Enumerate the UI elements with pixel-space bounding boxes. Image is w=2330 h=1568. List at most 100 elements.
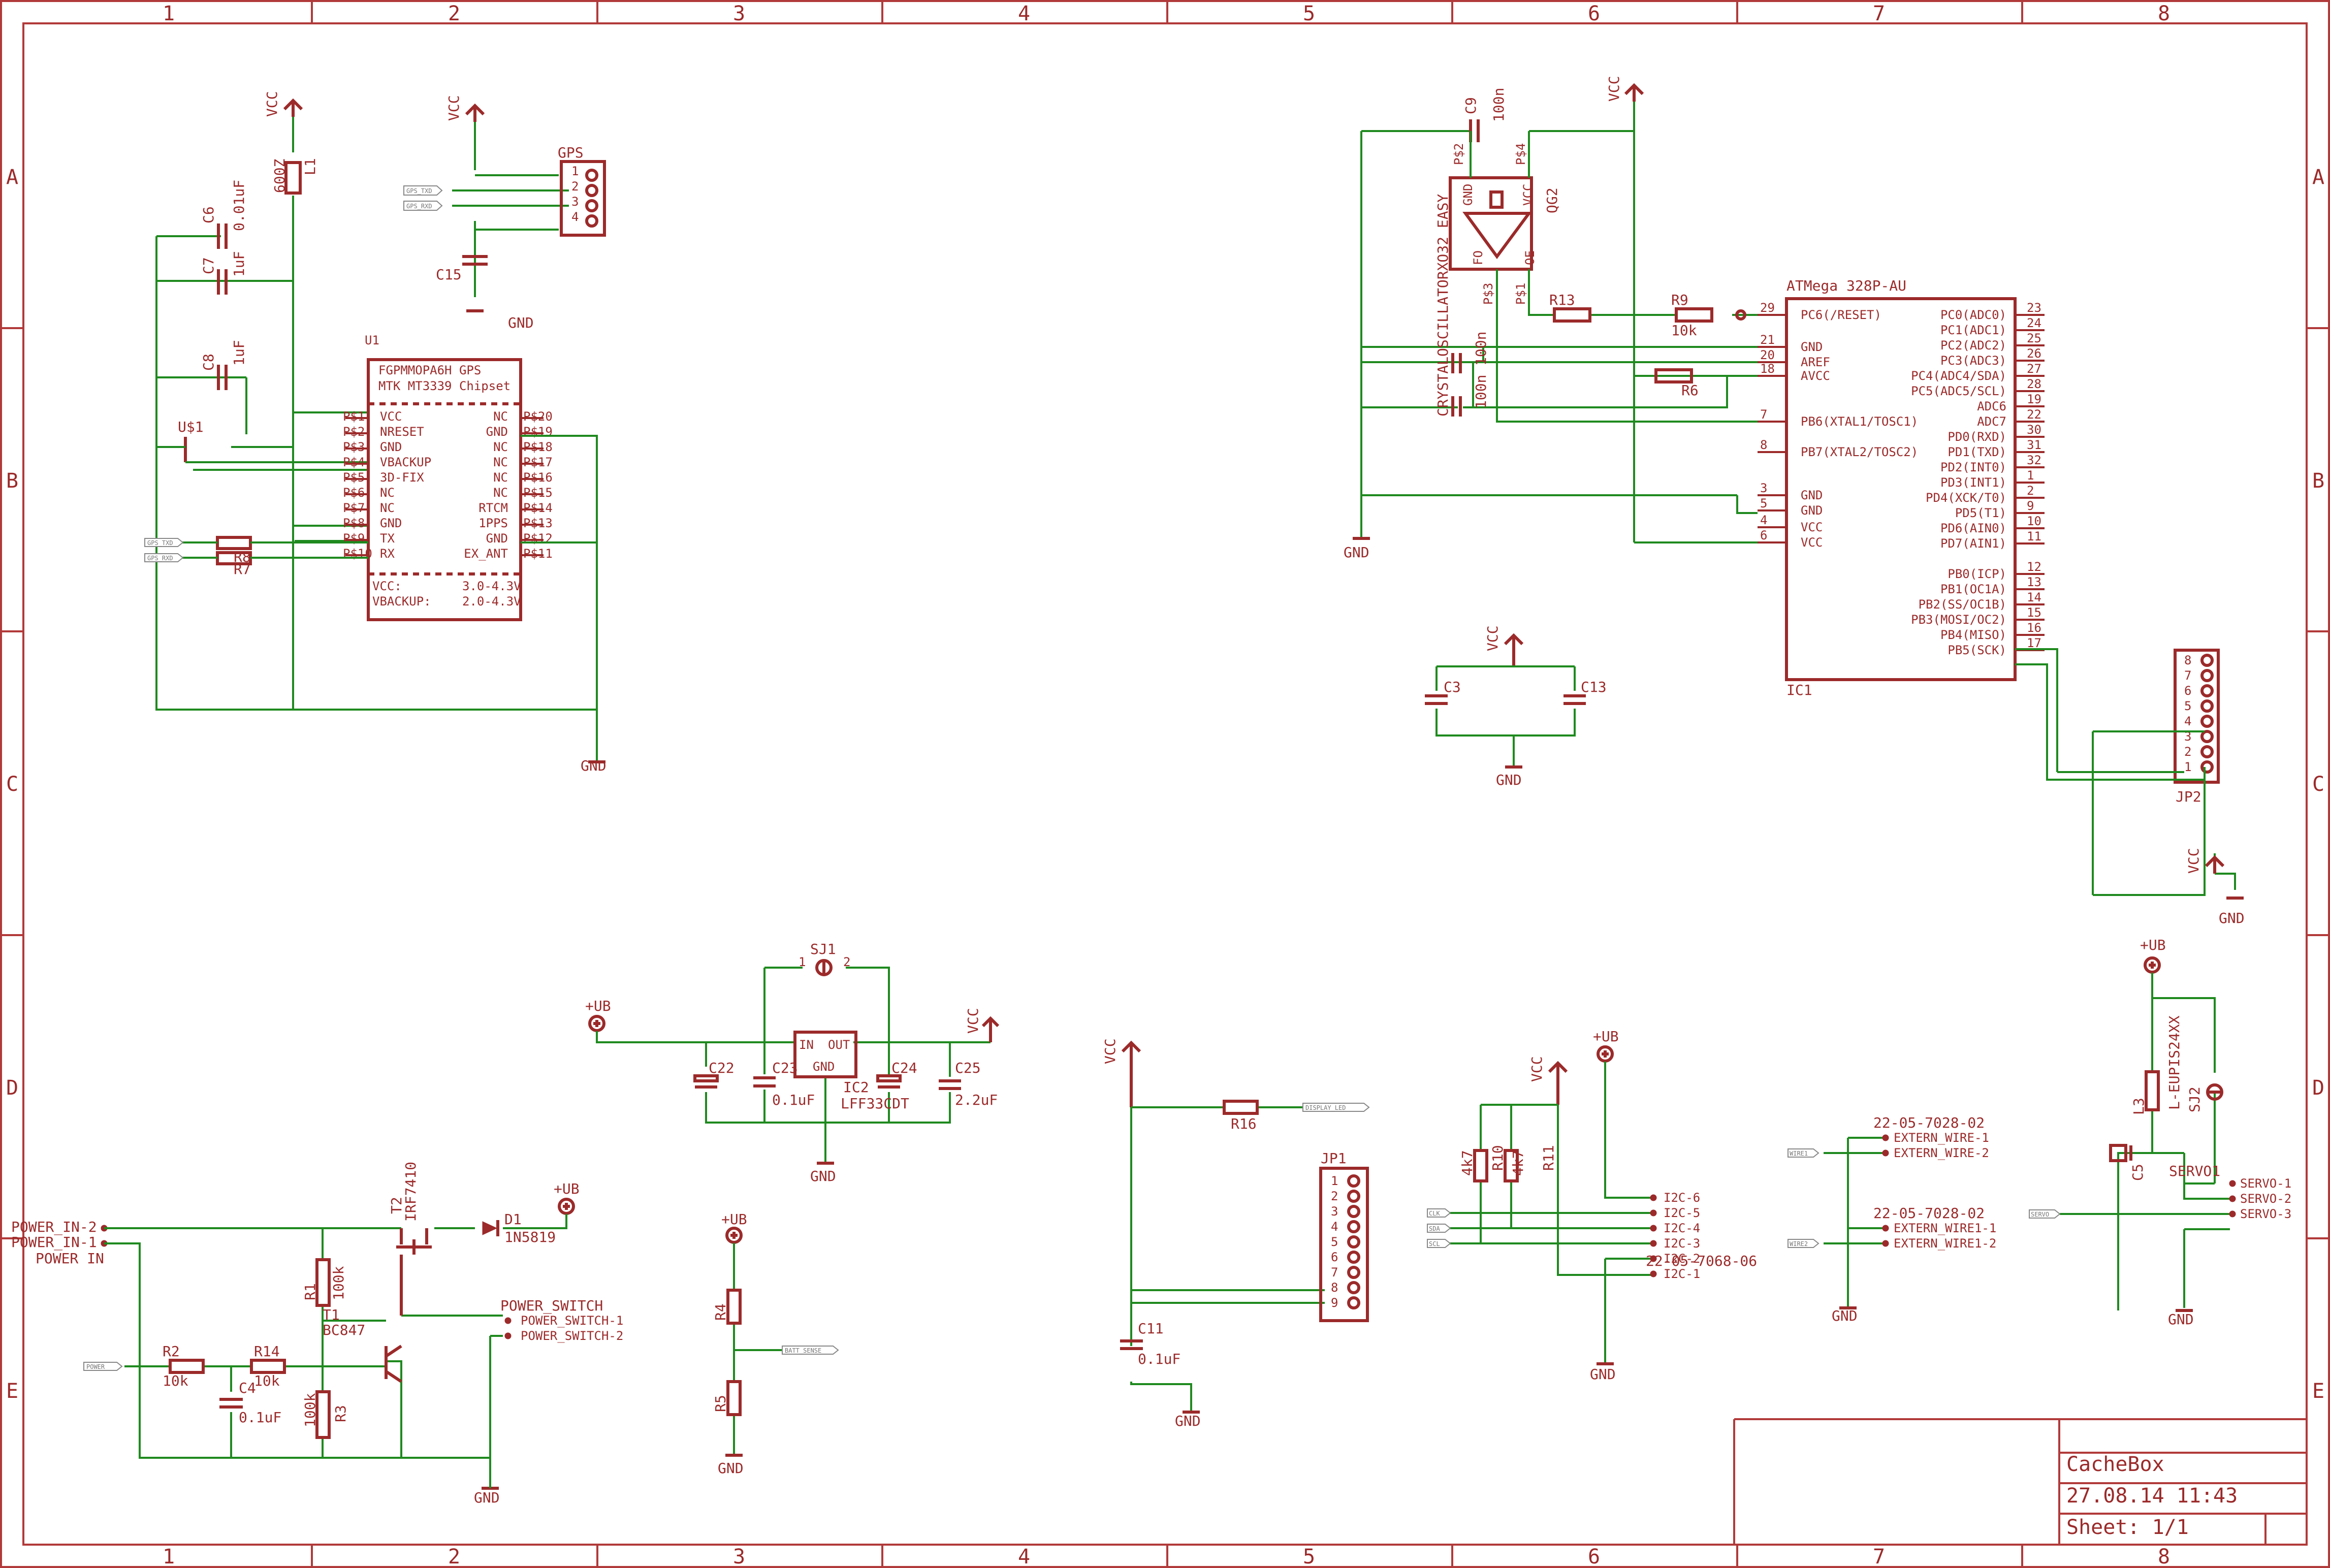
c4-ref: C4	[239, 1380, 256, 1396]
c4-value: 0.1uF	[239, 1409, 281, 1426]
u1-left-pin-num: P$1	[343, 409, 365, 424]
mcu-left-pin-num: 21	[1760, 333, 1775, 347]
grid-col-4: 4	[1018, 1545, 1030, 1568]
l1-value: 600Z	[271, 159, 288, 193]
svg-text:VCC: VCC	[445, 95, 462, 121]
l1-ref: L1	[302, 158, 318, 175]
i2c-pin-pad	[1650, 1225, 1657, 1232]
mcu-right-pin-name: PC1(ADC1)	[1940, 323, 2006, 337]
u1-left-pin-name: RX	[380, 547, 395, 561]
mcu-right-pin-name: PD7(AIN1)	[1940, 536, 2006, 551]
mcu-right-pin-num: 24	[2027, 316, 2041, 330]
svg-text:GPS_RXD: GPS_RXD	[147, 555, 173, 562]
grid-col-8: 8	[2158, 1545, 2170, 1568]
mcu-right-pin-num: 19	[2027, 392, 2041, 406]
mcu-left-pin-name: PB7(XTAL2/TOSC2)	[1801, 445, 1918, 459]
power-in-connector: POWER IN	[36, 1250, 104, 1267]
r11-ref: R11	[1540, 1145, 1557, 1171]
c13-ref: C13	[1581, 679, 1607, 695]
l3-ref: L3	[2130, 1098, 2147, 1115]
mcu-left-pin-name: PC6(/RESET)	[1801, 308, 1881, 322]
mcu-right-pin-name: PC5(ADC5/SCL)	[1911, 384, 2006, 398]
c23-ref: C23	[772, 1060, 798, 1076]
jp1-pin-num: 5	[1331, 1235, 1338, 1249]
i2c-section: VCC +UB 4k7 R10 4k7 R11 CLK SDA SCL I2C-…	[1427, 1028, 1757, 1383]
jp1-pin-pad	[1347, 1174, 1360, 1188]
grid-col-5: 5	[1303, 2, 1315, 25]
ub-symbol: +UB	[554, 1180, 580, 1215]
grid-row-a: A	[2312, 166, 2324, 189]
gnd-symbol: GND	[581, 757, 607, 774]
grid-row-d: D	[2312, 1076, 2324, 1100]
grid-col-8: 8	[2158, 2, 2170, 25]
svg-text:WIRE1: WIRE1	[1790, 1150, 1808, 1157]
u1-left-pin-num: P$2	[343, 425, 365, 439]
svg-text:GPS_RXD: GPS_RXD	[406, 203, 432, 210]
sj1-ref: SJ1	[810, 941, 836, 957]
grid-row-e: E	[6, 1380, 18, 1403]
osc-pin-oe: OE	[1523, 250, 1537, 265]
svg-text:GPS_TXD: GPS_TXD	[147, 539, 173, 547]
svg-text:+UB: +UB	[1593, 1028, 1619, 1045]
jp2-pin-pad	[2200, 745, 2214, 758]
svg-text:SCL: SCL	[1429, 1240, 1440, 1247]
grid-row-b: B	[2312, 469, 2324, 493]
mcu-right-pin-name: PC4(ADC4/SDA)	[1911, 369, 2006, 383]
switch-pin-2: POWER_SWITCH-2	[521, 1329, 623, 1343]
grid-col-6: 6	[1588, 1545, 1600, 1568]
t2-ref: T2	[388, 1197, 405, 1214]
jp2-pin-num: 8	[2184, 653, 2191, 667]
net-label-gps-txd: GPS_TXD	[403, 185, 443, 196]
i2c-connector: 22-05-7068-06	[1646, 1253, 1757, 1269]
aref-cap2-value: 100n	[1473, 375, 1489, 409]
vcc-symbol: VCC	[1102, 1038, 1141, 1107]
c8-ref: C8	[200, 354, 217, 371]
mcu-left-pin-name: AVCC	[1801, 369, 1830, 383]
u1-right-pin-name: RTCM	[478, 501, 508, 515]
mcu-right-pin-num: 28	[2027, 377, 2041, 391]
mcu-right-pin-name: PD0(RXD)	[1948, 430, 2006, 444]
mcu-right-pin-name: ADC6	[1977, 399, 2006, 413]
mcu-right-pin-name: PB4(MISO)	[1940, 628, 2006, 642]
jp2-pin-pad	[2200, 760, 2214, 774]
svg-text:GND: GND	[1832, 1307, 1858, 1324]
mcu-left-pin-num: 18	[1760, 362, 1775, 376]
mcu-right-pin-name: PB2(SS/OC1B)	[1919, 597, 2006, 612]
svg-text:VCC: VCC	[1484, 625, 1501, 651]
svg-text:+UB: +UB	[721, 1211, 747, 1228]
jp2-pin-num: 1	[2184, 760, 2191, 774]
u1-left-pin-name: VCC	[380, 409, 402, 424]
svg-text:GND: GND	[1496, 772, 1522, 788]
net-label-gps-rxd: GPS_RXD	[403, 201, 443, 211]
mcu-name: ATMega 328P-AU	[1786, 277, 1906, 294]
vbackup-spec: VBACKUP:	[372, 594, 431, 609]
svg-text:GND: GND	[2219, 910, 2245, 926]
aref-cap-value: 100n	[1473, 332, 1489, 366]
svg-text:+UB: +UB	[554, 1180, 580, 1197]
vcc-spec: VCC:	[372, 579, 402, 593]
grid-column-labels-top: 1 2 3 4 5 6 7 8	[163, 2, 2170, 25]
extern-connector-1: 22-05-7028-02	[1873, 1114, 1985, 1131]
jp2-pin-pad	[2200, 715, 2214, 728]
u1-right-pin-name: NC	[493, 455, 508, 469]
jp2-pin-pad	[2200, 699, 2214, 713]
svg-text:POWER: POWER	[86, 1363, 105, 1370]
jp1-pin-num: 1	[1331, 1174, 1338, 1188]
servo-pin-3: SERVO-3	[2240, 1207, 2291, 1221]
jp1-pin-pad	[1347, 1266, 1360, 1279]
u1-left-pin-num: P$3	[343, 440, 365, 454]
extern-connector-2: 22-05-7028-02	[1873, 1205, 1985, 1222]
u1-left-pin-name: 3D-FIX	[380, 470, 424, 485]
extern1-pin-2: EXTERN_WIRE1-2	[1894, 1236, 1996, 1251]
osc-pin-vcc: VCC	[1521, 184, 1535, 206]
gnd-symbol: GND	[466, 309, 534, 331]
mcu-right-pin-name: PD6(AIN0)	[1940, 521, 2006, 535]
net-label-power-sense: POWER	[83, 1362, 123, 1371]
svg-text:GND: GND	[718, 1460, 744, 1477]
display-section: VCC R16 DISPLAY_LED C11 0.1uF GND JP1 12…	[1102, 1038, 1370, 1429]
gnd-symbol: GND	[1344, 537, 1370, 561]
extern-pin-2: EXTERN_WIRE-2	[1894, 1146, 1989, 1160]
jp2-ref: JP2	[2176, 788, 2201, 805]
